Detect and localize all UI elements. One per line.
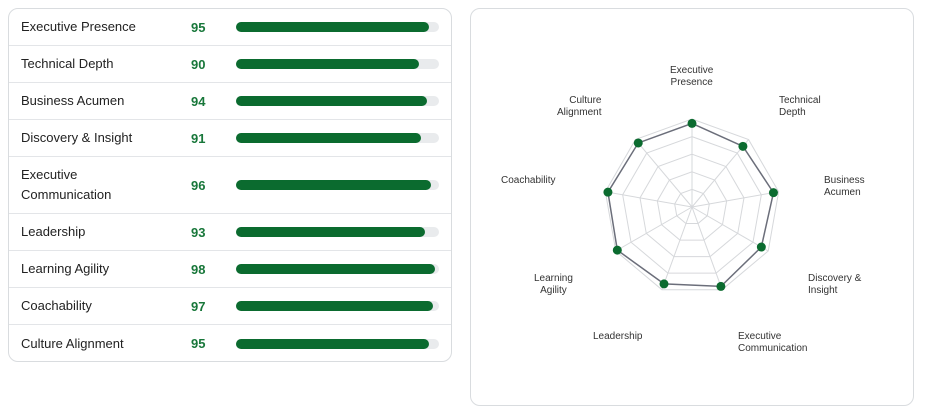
- score-value: 94: [191, 93, 206, 109]
- radar-axis-label: Learning Agility: [534, 273, 573, 296]
- radar-point: [768, 188, 778, 198]
- score-row: Culture Alignment 95: [9, 325, 451, 361]
- score-label: Learning Agility: [21, 261, 110, 276]
- radar-spoke: [635, 139, 693, 208]
- radar-axis-label: Executive Presence: [670, 65, 714, 88]
- score-bar-fill: [236, 227, 425, 237]
- radar-point: [603, 187, 613, 197]
- radar-spoke: [691, 139, 749, 208]
- radar-chart: [603, 118, 780, 291]
- score-label: Coachability: [21, 298, 92, 313]
- score-bar-fill: [236, 338, 429, 349]
- radar-grid-ring: [656, 171, 728, 241]
- radar-axis-label: Business Acumen: [824, 175, 865, 198]
- score-label: Technical Depth: [21, 56, 114, 71]
- score-bar-track: [236, 59, 439, 69]
- score-bar-track: [236, 96, 439, 106]
- score-label: Executive Presence: [21, 19, 136, 34]
- score-bar-track: [236, 338, 439, 349]
- radar-grid-ring: [622, 136, 762, 274]
- score-bar-fill: [236, 96, 427, 106]
- score-bar-fill: [236, 301, 433, 311]
- radar-point: [738, 141, 748, 151]
- score-label: Culture Alignment: [21, 335, 124, 351]
- radar-axis-label: Technical Depth: [779, 95, 821, 118]
- score-label: Executive Communication: [21, 167, 112, 202]
- score-row: Executive Communication 96: [9, 157, 451, 214]
- score-bar-track: [236, 301, 439, 311]
- score-label: Business Acumen: [21, 93, 125, 108]
- score-row: Business Acumen 94: [9, 83, 451, 120]
- score-bar-track: [236, 227, 439, 237]
- score-label: Discovery & Insight: [21, 130, 133, 145]
- score-value: 90: [191, 56, 206, 72]
- radar-spoke: [661, 206, 693, 290]
- radar-grid-ring: [674, 188, 710, 225]
- score-bar-fill: [236, 180, 431, 190]
- score-row: Learning Agility 98: [9, 251, 451, 288]
- score-value: 95: [191, 19, 206, 35]
- score-row: Technical Depth 90: [9, 46, 451, 83]
- radar-point: [687, 118, 697, 128]
- score-bar-fill: [236, 59, 419, 69]
- score-value: 91: [191, 130, 206, 146]
- radar-axis-label: Culture Alignment: [557, 95, 602, 118]
- radar-point: [716, 281, 726, 291]
- score-bar-track: [236, 180, 439, 190]
- radar-axis-label: Executive Communication: [738, 331, 808, 354]
- score-value: 95: [191, 336, 206, 351]
- radar-spoke: [691, 206, 769, 252]
- radar-point: [612, 245, 622, 255]
- score-row: Coachability 97: [9, 288, 451, 325]
- radar-grid-ring: [639, 153, 745, 258]
- score-bar-track: [236, 22, 439, 32]
- radar-axis-label: Leadership: [593, 331, 643, 342]
- score-bar-track: [236, 264, 439, 274]
- score-bar-fill: [236, 264, 435, 274]
- radar-point: [633, 138, 643, 148]
- radar-axis-label: Coachability: [501, 175, 556, 186]
- radar-point: [659, 279, 669, 289]
- radar-axis-label: Discovery & Insight: [808, 273, 862, 296]
- radar-grid-ring: [604, 118, 780, 291]
- score-bar-track: [236, 133, 439, 143]
- score-row: Executive Presence 95: [9, 9, 451, 46]
- radar-series-line: [607, 122, 775, 288]
- score-value: 93: [191, 224, 206, 240]
- radar-spoke: [605, 191, 693, 208]
- radar-point: [756, 242, 766, 252]
- radar-spoke: [691, 206, 723, 290]
- score-bar-fill: [236, 133, 421, 143]
- radar-spoke: [615, 206, 693, 252]
- score-value: 96: [191, 177, 206, 193]
- score-bar-fill: [236, 22, 429, 32]
- score-row: Discovery & Insight 91: [9, 120, 451, 157]
- score-value: 97: [191, 298, 206, 314]
- score-value: 98: [191, 261, 206, 277]
- score-label: Leadership: [21, 224, 86, 239]
- radar-spoke: [691, 191, 779, 208]
- score-row: Leadership 93: [9, 214, 451, 251]
